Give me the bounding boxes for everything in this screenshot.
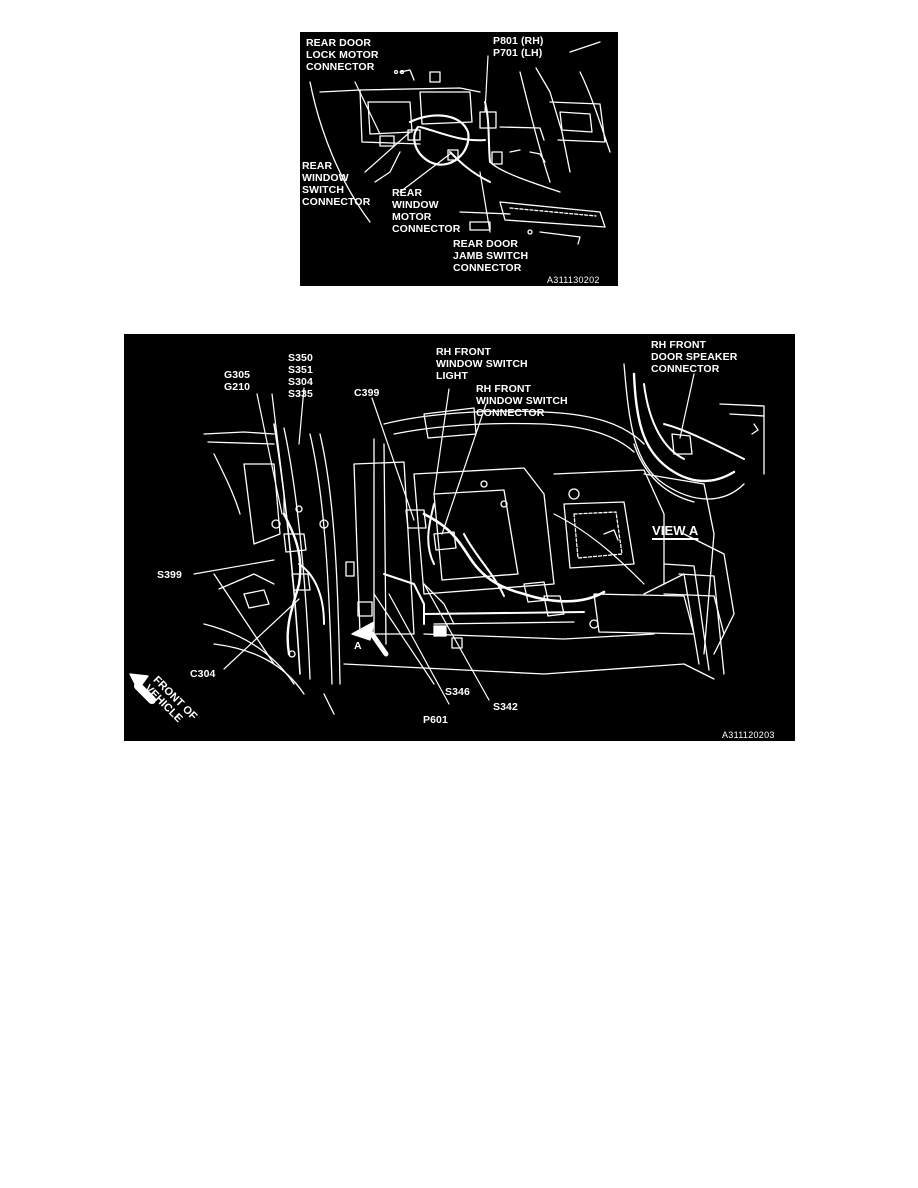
front-door-line-art (129, 363, 765, 715)
figure-code: A311120203 (722, 730, 775, 740)
s346-label: S346 (445, 686, 470, 698)
front-door-diagram: G305 G210 S350 S351 S304 S335 C399 RH FR… (124, 334, 795, 741)
view-a-label: VIEW A (652, 523, 699, 538)
p601-label: P601 (423, 714, 448, 726)
c304-label: C304 (190, 668, 216, 680)
rear-window-switch-connector-label: REAR WINDOW SWITCH CONNECTOR (302, 160, 371, 208)
s342-label: S342 (493, 701, 518, 713)
view-a-arrow-letter: A (354, 640, 362, 652)
rear-window-motor-connector-label: REAR WINDOW MOTOR CONNECTOR (392, 187, 461, 235)
rh-front-window-switch-connector-label: RH FRONT WINDOW SWITCH CONNECTOR (476, 383, 568, 419)
rear-door-lock-motor-connector-label: REAR DOOR LOCK MOTOR CONNECTOR (306, 37, 379, 73)
rear-door-jamb-switch-connector-label: REAR DOOR JAMB SWITCH CONNECTOR (453, 238, 529, 274)
g305-g210-label: G305 G210 (224, 369, 251, 393)
figure-code: A311130202 (547, 275, 600, 285)
p801-p701-label: P801 (RH) P701 (LH) (493, 35, 544, 59)
s399-label: S399 (157, 569, 182, 581)
s350-s351-s304-s335-label: S350 S351 S304 S335 (288, 352, 313, 400)
rear-door-line-art (309, 41, 611, 245)
rear-door-diagram: REAR DOOR LOCK MOTOR CONNECTOR P801 (RH)… (300, 32, 618, 286)
rh-front-door-speaker-connector-label: RH FRONT DOOR SPEAKER CONNECTOR (651, 339, 738, 375)
rh-front-window-switch-light-label: RH FRONT WINDOW SWITCH LIGHT (436, 346, 528, 382)
c399-label: C399 (354, 387, 380, 399)
